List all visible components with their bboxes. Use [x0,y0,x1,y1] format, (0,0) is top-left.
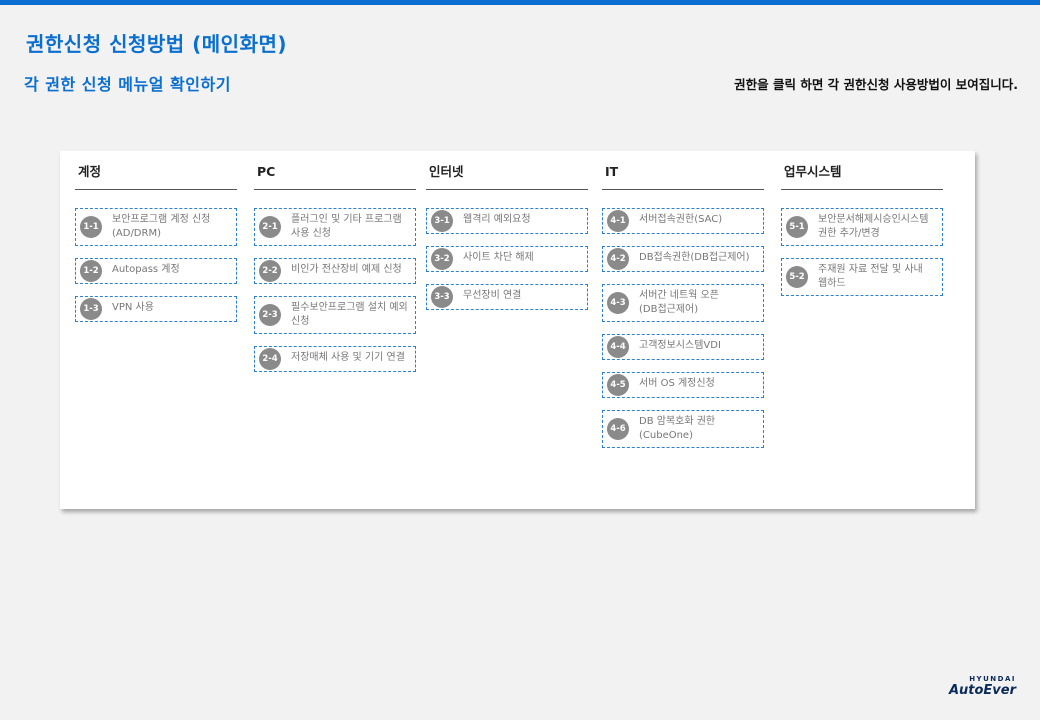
menu-item-3-1[interactable]: 3-1 웹격리 예외요청 [426,208,588,234]
menu-item-2-4[interactable]: 2-4 저장매체 사용 및 기기 연결 [254,346,416,372]
item-label: 사이트 차단 해제 [463,252,534,263]
menu-item-1-2[interactable]: 1-2 Autopass 계정 [75,258,237,284]
permission-menu-panel: 계정 1-1 보안프로그램 계정 신청(AD/DRM) 1-2 Autopass… [60,151,975,509]
menu-item-4-2[interactable]: 4-2 DB접속권한(DB접근제어) [602,246,764,272]
logo-line-1: HYUNDAI [969,675,1016,683]
instruction-text: 권한을 클릭 하면 각 권한신청 사용방법이 보여집니다. [734,77,1018,92]
page-title: 권한신청 신청방법 (메인화면) [26,32,288,56]
item-number-badge: 2-1 [259,216,281,238]
item-number-badge: 4-4 [607,336,629,358]
menu-item-4-6[interactable]: 4-6 DB 암복호화 권한(CubeOne) [602,410,764,448]
item-label: 고객정보시스템VDI [639,340,721,351]
item-number-badge: 2-3 [259,304,281,326]
menu-item-1-3[interactable]: 1-3 VPN 사용 [75,296,237,322]
item-label: 웹격리 예외요청 [463,214,531,225]
page-subtitle: 각 권한 신청 메뉴얼 확인하기 [24,75,231,94]
item-label: 비인가 전산장비 예제 신청 [291,264,402,275]
menu-item-3-2[interactable]: 3-2 사이트 차단 해제 [426,246,588,272]
item-label: 저장매체 사용 및 기기 연결 [291,352,405,363]
item-label: 서버접속권한(SAC) [639,214,723,225]
logo-line-2: AutoEver [948,683,1016,698]
column-heading: 계정 [75,162,237,190]
item-label: Autopass 계정 [112,264,180,275]
top-accent-bar [0,0,1040,5]
item-number-badge: 3-1 [431,210,453,232]
item-number-badge: 5-1 [786,216,808,238]
item-number-badge: 1-2 [80,260,102,282]
item-number-badge: 2-2 [259,260,281,282]
column-heading: PC [254,162,416,190]
company-logo: HYUNDAI AutoEver [948,675,1016,698]
menu-item-4-5[interactable]: 4-5 서버 OS 계정신청 [602,372,764,398]
item-label: 서버 OS 계정신청 [639,378,715,389]
menu-item-2-2[interactable]: 2-2 비인가 전산장비 예제 신청 [254,258,416,284]
item-number-badge: 1-3 [80,298,102,320]
item-number-badge: 4-6 [607,418,629,440]
item-label: 보안프로그램 계정 신청(AD/DRM) [112,214,211,239]
column-account: 계정 1-1 보안프로그램 계정 신청(AD/DRM) 1-2 Autopass… [75,162,237,334]
menu-item-4-4[interactable]: 4-4 고객정보시스템VDI [602,334,764,360]
item-label: VPN 사용 [112,302,154,313]
column-heading: IT [602,162,764,190]
item-label: DB접속권한(DB접근제어) [639,252,750,263]
item-label: 무선장비 연결 [463,290,522,301]
column-heading: 인터넷 [426,162,588,190]
item-number-badge: 3-3 [431,286,453,308]
item-number-badge: 5-2 [786,266,808,288]
menu-item-4-1[interactable]: 4-1 서버접속권한(SAC) [602,208,764,234]
menu-item-3-3[interactable]: 3-3 무선장비 연결 [426,284,588,310]
item-number-badge: 4-5 [607,374,629,396]
column-heading: 업무시스템 [781,162,943,190]
menu-item-4-3[interactable]: 4-3 서버간 네트웍 오픈(DB접근제어) [602,284,764,322]
item-number-badge: 2-4 [259,348,281,370]
menu-item-1-1[interactable]: 1-1 보안프로그램 계정 신청(AD/DRM) [75,208,237,246]
item-number-badge: 4-2 [607,248,629,270]
item-label: DB 암복호화 권한(CubeOne) [639,416,716,441]
item-number-badge: 4-3 [607,292,629,314]
column-it: IT 4-1 서버접속권한(SAC) 4-2 DB접속권한(DB접근제어) 4-… [602,162,764,460]
item-label: 서버간 네트웍 오픈(DB접근제어) [639,290,719,315]
column-internet: 인터넷 3-1 웹격리 예외요청 3-2 사이트 차단 해제 3-3 무선장비 … [426,162,588,322]
item-number-badge: 1-1 [80,216,102,238]
item-number-badge: 4-1 [607,210,629,232]
item-number-badge: 3-2 [431,248,453,270]
